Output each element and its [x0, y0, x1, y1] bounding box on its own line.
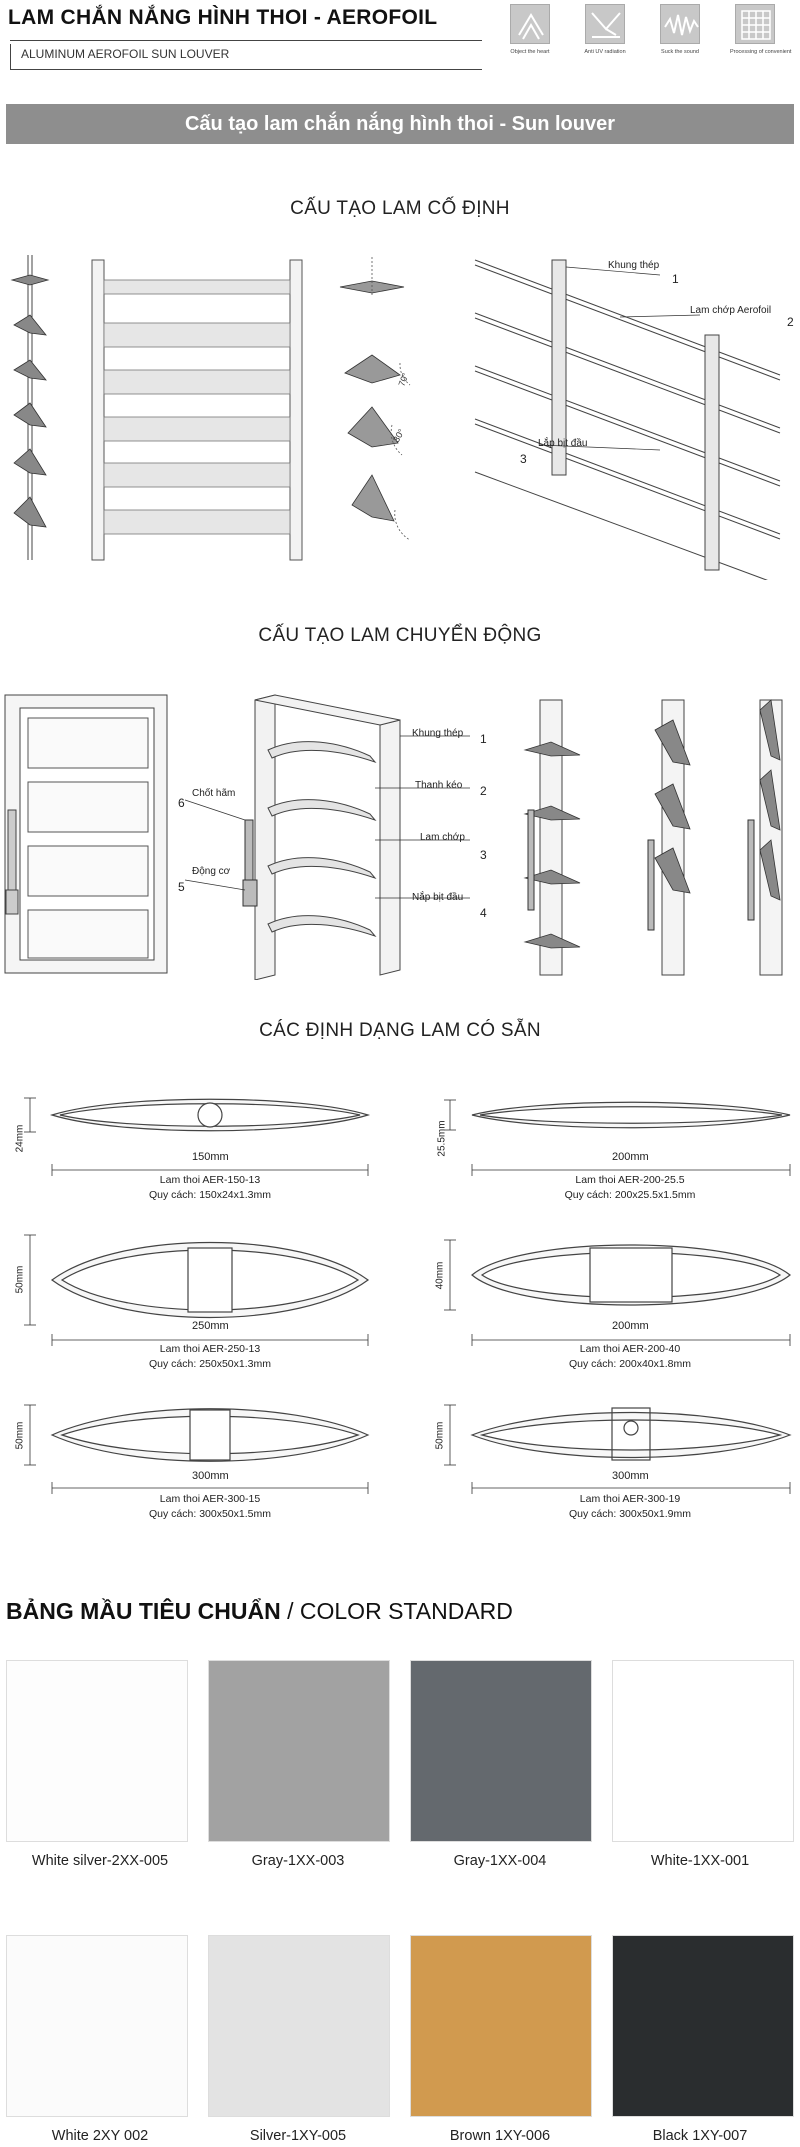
moving-callout-label-3: Lam chớp	[420, 832, 465, 843]
profile-2-caption: Lam thoi AER-200-25.5 Quy cách: 200x25.5…	[564, 1174, 696, 1201]
color-swatch-label: Brown 1XY-006	[449, 2128, 551, 2144]
moving-callout-label-2: Thanh kéo	[415, 780, 463, 791]
profile-5-height: 50mm	[14, 1421, 26, 1450]
callout-number-2: 2	[787, 315, 794, 329]
profile-5-caption: Lam thoi AER-300-15 Quy cách: 300x50x1.5…	[149, 1493, 271, 1520]
color-swatch-label: White 2XY 002	[51, 2128, 149, 2144]
moving-callout-number-1: 1	[480, 732, 487, 746]
profile-6-width: 300mm	[612, 1470, 649, 1482]
color-swatch-label: Silver-1XY-005	[249, 2128, 347, 2144]
callout-label-1: Khung thép	[608, 260, 660, 271]
profiles-heading: CÁC ĐỊNH DẠNG LAM CÓ SẴN	[259, 1020, 541, 1041]
feature-uv: Anti UV radiation	[580, 4, 630, 55]
moving-callout-label-1: Khung thép	[412, 728, 464, 739]
color-swatch	[6, 1935, 188, 2117]
sound-wave-icon	[660, 4, 700, 44]
moving-louver-heading: CẤU TẠO LAM CHUYỂN ĐỘNG	[258, 625, 542, 646]
moving-callout-number-3: 3	[480, 848, 487, 862]
color-swatch	[6, 1660, 188, 1842]
color-swatch-label: White-1XX-001	[650, 1853, 750, 1869]
feature-heat: Object the heart	[505, 4, 555, 55]
color-swatch-label: Black 1XY-007	[652, 2128, 748, 2144]
moving-callout-label-5: Động cơ	[192, 866, 231, 877]
color-standard-heading: BẢNG MẦU TIÊU CHUẨN / COLOR STANDARD	[6, 1598, 513, 1624]
moving-callout-number-2: 2	[480, 784, 487, 798]
profile-6-caption: Lam thoi AER-300-19 Quy cách: 300x50x1.9…	[569, 1493, 691, 1520]
color-swatch	[612, 1660, 794, 1842]
feature-sound: Suck the sound	[655, 4, 705, 55]
profile-6-height: 50mm	[434, 1421, 446, 1450]
moving-callout-number-4: 4	[480, 906, 487, 920]
color-swatch-label: Gray-1XX-003	[251, 1853, 345, 1869]
moving-callout-number-6: 6	[178, 796, 185, 810]
profile-1-width: 150mm	[192, 1151, 229, 1163]
fixed-louver-heading: CẤU TẠO LAM CỐ ĐỊNH	[290, 198, 510, 219]
callout-label-3: Lắp bịt đầu	[538, 438, 588, 449]
color-swatch	[208, 1935, 390, 2117]
moving-callout-label-4: Nắp bịt đầu	[412, 892, 464, 903]
profile-3-width: 250mm	[192, 1320, 229, 1332]
moving-callout-number-5: 5	[178, 880, 185, 894]
profile-3-height: 50mm	[14, 1265, 26, 1294]
moving-louver-drawing	[4, 694, 783, 980]
profile-2-height: 25.5mm	[436, 1120, 448, 1157]
section-banner: Cấu tạo lam chắn nắng hình thoi - Sun lo…	[6, 104, 794, 144]
page-subtitle: ALUMINUM AEROFOIL SUN LOUVER	[10, 44, 482, 70]
feature-icons: Object the heart Anti UV radiation Suck …	[505, 4, 795, 64]
feature-process: Processing of convenient	[730, 4, 791, 55]
callout-label-2: Lam chớp Aerofoil	[690, 305, 772, 316]
title-underline	[10, 40, 482, 41]
fixed-louver-drawing: 70° 30°	[10, 255, 781, 580]
profile-4-width: 200mm	[612, 1320, 649, 1332]
callout-number-3: 3	[520, 452, 527, 466]
page-title: LAM CHẮN NẮNG HÌNH THOI - AEROFOIL	[8, 6, 438, 29]
profiles-drawing	[24, 1097, 792, 1494]
heat-reflect-icon	[510, 4, 550, 44]
profile-1-height: 24mm	[14, 1124, 26, 1153]
profile-4-caption: Lam thoi AER-200-40 Quy cách: 200x40x1.8…	[569, 1343, 691, 1370]
moving-callout-label-6: Chốt hãm	[192, 788, 236, 799]
profile-4-height: 40mm	[434, 1261, 446, 1290]
grid-pattern-icon	[735, 4, 775, 44]
profile-2-width: 200mm	[612, 1151, 649, 1163]
color-swatch-label: Gray-1XX-004	[453, 1853, 547, 1869]
color-swatch	[612, 1935, 794, 2117]
color-swatch-label: White silver-2XX-005	[31, 1853, 169, 1869]
color-swatch	[410, 1660, 592, 1842]
color-swatch	[410, 1935, 592, 2117]
profile-3-caption: Lam thoi AER-250-13 Quy cách: 250x50x1.3…	[149, 1343, 271, 1370]
angle-label-70: 70°	[396, 371, 410, 388]
angle-label-30: 30°	[391, 427, 407, 444]
profile-1-caption: Lam thoi AER-150-13 Quy cách: 150x24x1.3…	[149, 1174, 271, 1201]
uv-radiation-icon	[585, 4, 625, 44]
profile-5-width: 300mm	[192, 1470, 229, 1482]
callout-number-1: 1	[672, 272, 679, 286]
color-swatch	[208, 1660, 390, 1842]
